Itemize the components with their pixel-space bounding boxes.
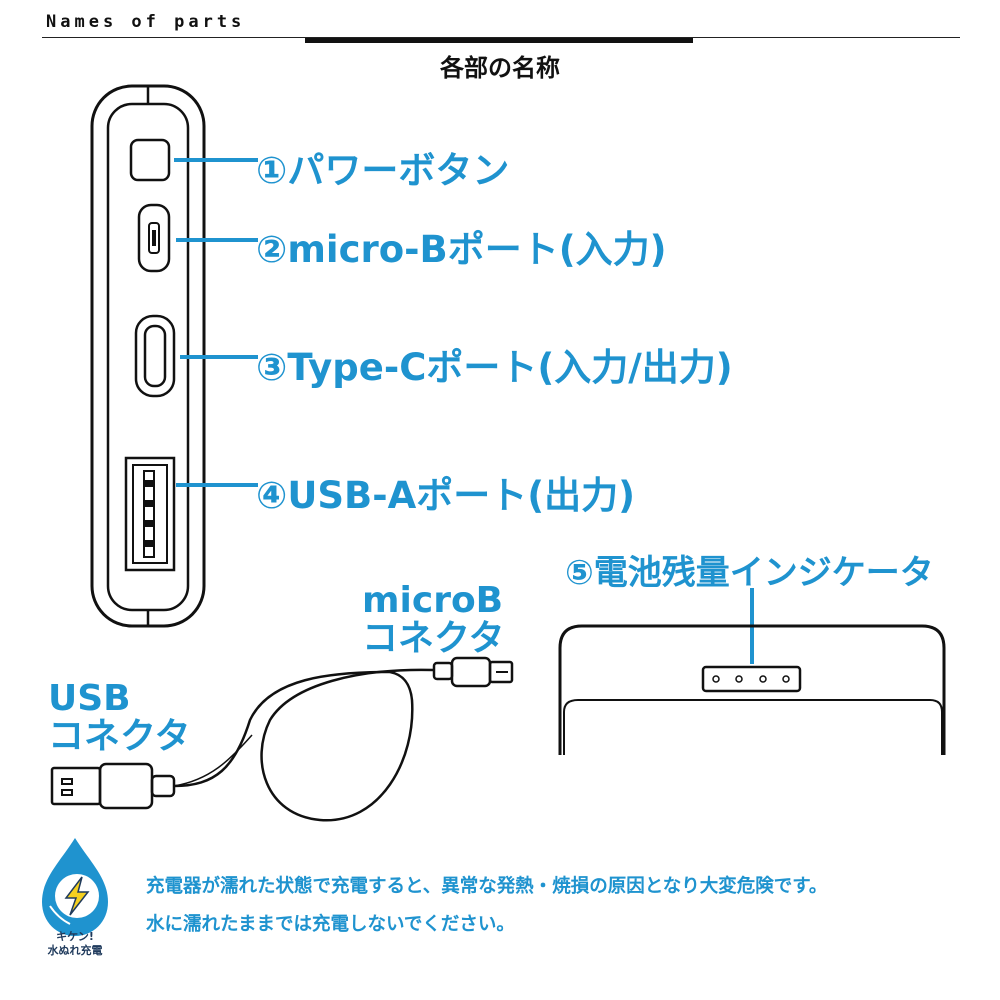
water-drop-lightning-icon	[42, 838, 108, 936]
usb-connector-label-line1: USB	[48, 678, 131, 719]
header-rule	[42, 37, 960, 38]
warning-message: 充電器が濡れた状態で充電すると、異常な発熱・焼損の原因となり大変危険です。 水に…	[146, 868, 827, 944]
header-accent-bar	[305, 38, 693, 43]
callout-power-button: ①パワーボタン	[256, 149, 510, 192]
warning-badge-caption-2: 水ぬれ充電	[47, 944, 103, 957]
callout-type-c-port: ③Type-Cポート(入力/出力)	[256, 346, 733, 389]
usb-connector-label-line2: コネクタ	[48, 716, 191, 757]
microb-connector-label-line1: microB	[362, 580, 504, 621]
usb-a-port-drawing	[124, 456, 176, 572]
microb-connector-label: microB コネクタ	[362, 582, 505, 658]
type-c-port-drawing	[134, 314, 176, 398]
warning-badge-caption-1: キケン!	[56, 930, 94, 943]
callout-usb-a-port: ④USB-Aポート(出力)	[256, 474, 636, 517]
microb-connector-label-line2: コネクタ	[362, 618, 505, 659]
warning-line-1: 充電器が濡れた状態で充電すると、異常な発熱・焼損の原因となり大変危険です。	[146, 876, 828, 897]
page-title: 各部の名称	[440, 53, 560, 82]
warning-line-2: 水に濡れたままでは充電しないでください。	[146, 914, 515, 935]
section-label: Names of parts	[46, 12, 246, 32]
usb-cable-drawing	[50, 656, 514, 822]
battery-indicator-drawing	[701, 665, 802, 693]
power-bank-top-view	[558, 624, 946, 755]
micro-b-port-drawing	[137, 203, 171, 273]
usb-connector-label: USB コネクタ	[48, 680, 191, 756]
callout-battery-indicator: ⑤電池残量インジケータ	[565, 553, 934, 593]
power-bank-side-view	[90, 84, 206, 628]
power-button-drawing	[129, 138, 171, 182]
callout-micro-b-port: ②micro-Bポート(入力)	[256, 228, 667, 271]
